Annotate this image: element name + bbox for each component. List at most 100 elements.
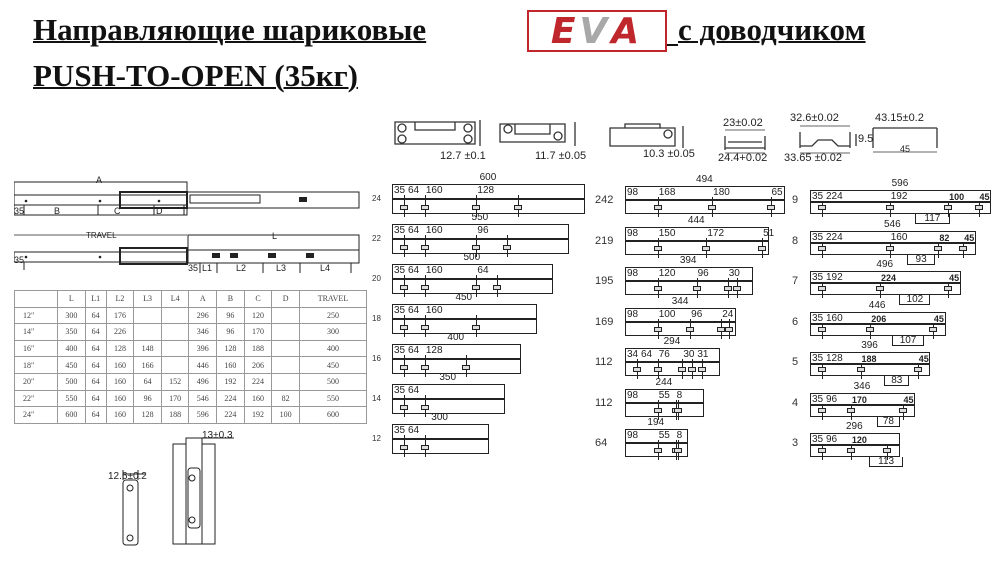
title-underline-gap <box>667 44 678 46</box>
slide-length-label: 346 <box>853 380 871 392</box>
table-cell: B <box>216 290 245 308</box>
cross-sections: 12.6±0.2 13±0.3 <box>90 430 250 555</box>
table-cell: 496 <box>188 372 218 391</box>
table-cell: 16" <box>13 339 59 358</box>
table-cell: 128 <box>105 339 135 358</box>
table-cell: 400 <box>298 339 368 358</box>
slide-rail <box>626 320 736 335</box>
mounting-hole-icon <box>400 325 409 330</box>
dimension-label: 64 <box>408 265 420 276</box>
mounting-hole-icon <box>653 448 662 453</box>
dimension-label: 35 <box>394 225 406 236</box>
table-cell: 550 <box>298 389 368 408</box>
slide-length-label: 550 <box>471 212 489 223</box>
table-cell: 96 <box>216 306 245 325</box>
table-cell: 346 <box>188 323 218 341</box>
table-cell: 96 <box>216 323 245 341</box>
table-cell: L4 <box>160 290 190 308</box>
dim-35: 35 <box>188 263 199 273</box>
title-line2: PUSH-TO-OPEN (35кг) <box>33 58 359 93</box>
dimension-label: 160 <box>890 231 908 243</box>
mounting-hole-icon <box>653 286 662 291</box>
dimension-label: 64 <box>408 385 420 396</box>
slide-length-label: 394 <box>679 255 697 266</box>
mounting-hole-icon <box>420 205 429 210</box>
slide-length-label: 546 <box>883 218 901 230</box>
mounting-hole-icon <box>400 365 409 370</box>
table-cell: 188 <box>243 339 273 358</box>
slide-rail <box>626 239 768 254</box>
profile-label: 10.3 ±0.05 <box>643 148 695 160</box>
dimension-label: 55 <box>658 430 670 441</box>
slide-rail <box>393 438 488 453</box>
dimension-label: 160 <box>425 185 443 196</box>
slide-number-label: 5 <box>792 356 799 368</box>
table-cell: 24" <box>13 406 59 424</box>
dimension-label: 224 <box>826 191 843 202</box>
mounting-hole-icon <box>674 448 683 453</box>
profile-top-label: 32.6±0.02 <box>790 112 839 124</box>
dimension-label: 24 <box>722 308 734 320</box>
dimension-label: 35 <box>394 345 406 356</box>
table-cell: 12" <box>13 306 59 325</box>
dimension-label: 170 <box>851 394 867 405</box>
slide-rail <box>811 282 960 294</box>
dimension-label: 98 <box>627 308 639 320</box>
table-cell: 96 <box>133 389 162 408</box>
mounting-hole-icon <box>692 286 701 291</box>
mounting-hole-icon <box>885 245 894 251</box>
dimension-label: 224 <box>881 273 897 283</box>
mounting-hole-icon <box>462 365 471 370</box>
table-cell: 600 <box>298 406 368 424</box>
table-cell: 192 <box>216 372 245 391</box>
mounting-hole-icon <box>400 445 409 450</box>
bottom-dimension-label: 117 <box>914 214 951 224</box>
dimension-label: 35 <box>394 185 406 196</box>
table-cell: 396 <box>188 339 218 358</box>
slide-length-label: 494 <box>696 174 713 185</box>
bottom-dimension-label: 102 <box>899 295 931 305</box>
mounting-hole-icon <box>472 325 481 330</box>
dimension-label: 35 <box>394 305 406 316</box>
slide-number-label: 112 <box>595 356 613 368</box>
dimension-label: 64 <box>408 345 420 356</box>
slide-length-label: 496 <box>876 259 894 270</box>
slide-number-label: 112 <box>595 396 613 409</box>
dim-A: A <box>96 175 103 185</box>
mounting-hole-icon <box>883 448 892 453</box>
cross-section-drawing <box>122 437 234 546</box>
table-cell: 176 <box>105 306 135 325</box>
table-cell <box>271 323 300 341</box>
slide-length-label: 344 <box>671 295 689 307</box>
dimension-label: 65 <box>771 187 783 198</box>
table-cell: 600 <box>57 406 86 424</box>
table-cell: 170 <box>160 389 190 408</box>
slide-rail <box>393 238 569 253</box>
table-cell: 64 <box>84 323 107 341</box>
dimension-label: 8 <box>676 430 683 441</box>
bottom-dimension-label: 78 <box>876 416 901 427</box>
dimension-label: 128 <box>477 185 495 196</box>
mounting-hole-icon <box>702 245 711 251</box>
overview-diagram: A 35 B C D TRAVEL L 35 35 L1 L2 L3 L4 <box>14 175 364 275</box>
dimension-label: 98 <box>627 430 639 441</box>
dimension-label: 64 <box>408 185 420 196</box>
table-cell: 128 <box>133 406 162 424</box>
dimension-label: 98 <box>627 268 639 279</box>
table-cell: 226 <box>105 323 135 341</box>
mounting-hole-icon <box>400 205 409 210</box>
table-cell: L1 <box>84 290 107 308</box>
mounting-hole-icon <box>420 325 429 330</box>
dimension-label: 35 <box>812 231 824 243</box>
mounting-hole-icon <box>420 365 429 370</box>
dimension-label: 160 <box>425 305 443 316</box>
table-cell: 64 <box>84 389 107 408</box>
dimension-label: 64 <box>477 265 489 276</box>
profile-label: 11.7 ±0.05 <box>535 150 587 162</box>
slide-rail <box>811 201 991 213</box>
